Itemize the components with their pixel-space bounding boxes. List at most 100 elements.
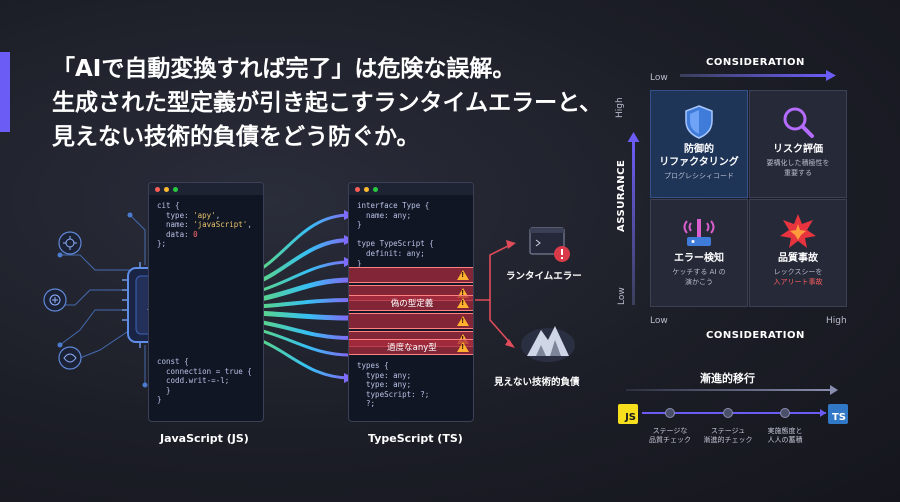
code-line: } (157, 395, 162, 405)
stage-label-2: ステージュ 漸進的チェック (693, 427, 763, 445)
stage-line: 漸進的チェック (703, 436, 753, 444)
quadrant-desc: 入アリート事故 (773, 278, 823, 286)
code-line (357, 230, 465, 240)
explosion-icon (779, 212, 817, 250)
quadrant-quality-incident: 品質事故 レックスシーを 入アリート事故 (749, 199, 847, 307)
code-line: type: any; (357, 380, 412, 390)
close-dot-icon (155, 186, 160, 192)
ts-code-window: interface Type { name: any;} type TypeSc… (348, 182, 474, 422)
warning-icon (457, 316, 469, 326)
ts-badge: TS (828, 404, 848, 424)
matrix-left-high: High (615, 97, 625, 118)
ts-error-label: 過度なany型 (387, 343, 437, 353)
stage-line: 人人の蓄積 (767, 436, 803, 444)
code-line: } (357, 220, 362, 230)
stage-label-3: 実施態度と 人人の蓄積 (750, 427, 820, 445)
js-code-top: cit { type: 'apy', name: 'javaScript', d… (149, 195, 263, 255)
window-titlebar (349, 183, 473, 195)
js-code-window: cit { type: 'apy', name: 'javaScript', d… (148, 182, 264, 422)
warning-icon (457, 270, 469, 280)
js-code-bottom: const { connection = true { codd.writ-=-… (149, 351, 263, 411)
headline-line-3: 見えない技術的負債をどう防ぐか。 (52, 124, 420, 150)
shield-icon (683, 103, 715, 141)
matrix-bottom-low: Low (650, 316, 668, 326)
code-line: types { (357, 361, 389, 370)
window-titlebar (149, 183, 263, 195)
quadrant-defensive-refactoring: 防御的 リファクタリング プログレシシィコード (650, 90, 748, 198)
headline-line-2: 生成された型定義が引き起こすランタイムエラーと、 (52, 90, 603, 116)
mountain-icon (521, 326, 575, 362)
headline: 「AIで自動変換すれば完了」は危険な誤解。 生成された型定義が引き起こすランタイ… (52, 52, 612, 154)
code-line: codd.writ-=-l; (157, 376, 230, 386)
ts-error-label: 偽の型定義 (390, 299, 434, 309)
quadrant-desc: レックスシーを (773, 268, 823, 276)
matrix-bottom-high: High (826, 316, 847, 326)
js-caption: JavaScript (JS) (160, 432, 249, 445)
maximize-dot-icon (373, 186, 378, 192)
ts-code-bottom: types { type: any; type: any; typeScript… (349, 355, 437, 415)
warning-icon (457, 288, 469, 298)
runtime-error-icon (529, 227, 570, 262)
quadrant-title: リスク評価 (773, 144, 823, 155)
code-line: name: 'javaScript', (157, 220, 252, 230)
ts-error-row (349, 313, 473, 329)
code-line: type: 'apy', (157, 210, 221, 220)
quadrant-title: 品質事故 (778, 253, 818, 264)
quadrant-desc: 重要する (784, 169, 812, 177)
ts-error-row: 過度なany型 (349, 339, 473, 355)
code-line: type TypeScript { (357, 239, 434, 249)
ts-error-row (349, 267, 473, 283)
code-line: } (357, 258, 362, 268)
stage-line: 品質チェック (649, 436, 691, 444)
quadrant-title: リファクタリング (659, 157, 739, 168)
router-signal-icon (679, 212, 719, 250)
code-line: data: 0 (157, 229, 198, 239)
js-badge: JS (618, 404, 638, 424)
quadrant-title: 防御的 (684, 144, 714, 155)
code-line: definit: any; (357, 248, 425, 258)
quadrant-desc: ケッチする AI の (672, 268, 726, 276)
code-line: cit { (157, 201, 180, 210)
maximize-dot-icon (173, 186, 178, 192)
code-line: } (157, 385, 171, 395)
minimize-dot-icon (164, 186, 169, 192)
matrix-top-axis: CONSIDERATION (706, 57, 805, 68)
stage-line: ステージな (652, 427, 688, 435)
code-line: typeScript: ?; (357, 389, 430, 399)
ts-caption: TypeScript (TS) (368, 432, 463, 445)
hidden-debt-label: 見えない技術的負債 (494, 377, 580, 388)
warning-icon (457, 298, 469, 308)
matrix-top-low: Low (650, 73, 668, 83)
ts-error-row: 偽の型定義 (349, 295, 473, 311)
quadrant-desc: 演かこう (685, 278, 713, 286)
code-line: ?; (357, 399, 376, 409)
close-dot-icon (355, 186, 360, 192)
accent-bar (0, 52, 10, 132)
runtime-error-label: ランタイムエラー (506, 271, 582, 282)
progression-line (626, 385, 838, 418)
code-line: type: any; (357, 370, 412, 380)
quadrant-risk-assessment: リスク評価 要構化した積極性を 重要する (749, 90, 847, 198)
stage-line: 実施態度と (767, 427, 803, 435)
code-line: name: any; (357, 210, 412, 220)
quadrant-title: エラー検知 (674, 253, 724, 264)
matrix-bottom-axis: CONSIDERATION (706, 330, 805, 341)
matrix-left-axis: ASSURANCE (616, 159, 627, 232)
progression-title: 漸進的移行 (700, 372, 755, 385)
quadrant-error-detection: エラー検知 ケッチする AI の 演かこう (650, 199, 748, 307)
outcome-connectors (475, 243, 513, 346)
headline-line-1: 「AIで自動変換すれば完了」は危険な誤解。 (52, 56, 516, 82)
stage-line: ステージュ (710, 427, 746, 435)
matrix-left-low: Low (617, 287, 627, 305)
code-line: const { (157, 356, 189, 366)
code-line: interface Type { (357, 201, 430, 210)
minimize-dot-icon (364, 186, 369, 192)
quadrant-desc: 要構化した積極性を (766, 159, 830, 167)
code-line: connection = true { (157, 366, 252, 376)
magnifier-icon (780, 103, 816, 141)
matrix-axes (627, 70, 836, 305)
ts-code-top: interface Type { name: any;} type TypeSc… (349, 195, 473, 274)
quadrant-desc: プログレシシィコード (664, 172, 734, 180)
code-line: }; (157, 239, 167, 249)
warning-icon (457, 342, 469, 352)
